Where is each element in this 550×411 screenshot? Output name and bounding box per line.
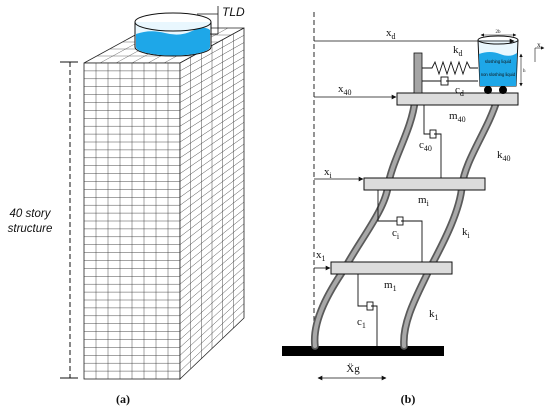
x1-label: x1 (316, 249, 326, 263)
non-sloshing-label: non sloshing liquid (481, 72, 516, 77)
cd-label: cd (455, 84, 464, 98)
ki-label: ki (462, 226, 471, 240)
spring-kd (422, 60, 478, 76)
damper-ci (377, 190, 423, 262)
tld-callout: TLD (197, 5, 245, 35)
tld-tank (134, 12, 212, 57)
slab-40 (396, 92, 519, 106)
tank-wheel-right (499, 86, 507, 94)
tld-tank-model: sloshing liquid non sloshing liquid 2b h… (477, 30, 545, 94)
xd-label: xd (386, 27, 396, 41)
m1-label: m1 (384, 279, 397, 293)
ci-label: ci (392, 227, 400, 241)
damper-c1 (357, 274, 378, 346)
structure-label-line2: structure (8, 223, 53, 235)
slab-i (363, 177, 486, 191)
xg-label: Ẍg (346, 363, 360, 375)
c40-label: c40 (419, 139, 432, 153)
xi-label: xi (324, 166, 333, 180)
building-panel: 40 story structure TLD (a) (4, 5, 245, 406)
columns (310, 96, 501, 350)
xs-label: xs (537, 40, 543, 51)
tld-label: TLD (222, 5, 245, 19)
height-bracket (60, 61, 78, 379)
tank-height-label: h (523, 69, 526, 74)
tld-post (413, 52, 423, 94)
caption-b: (b) (401, 392, 416, 406)
damper-cd (422, 76, 478, 86)
ground-slab (282, 346, 444, 356)
caption-a: (a) (116, 392, 130, 406)
disp-arrows (314, 38, 515, 271)
k40-label: k40 (497, 149, 511, 163)
kd-label: kd (453, 44, 463, 58)
k1-label: k1 (429, 308, 439, 322)
building-grid (83, 27, 245, 380)
damper-c40 (423, 105, 442, 178)
tank-width-label: 2b (496, 30, 502, 35)
structure-label-line1: 40 story (10, 208, 52, 220)
model-panel: sloshing liquid non sloshing liquid 2b h… (282, 12, 545, 406)
m40-label: m40 (449, 110, 466, 124)
c1-label: c1 (357, 316, 366, 330)
x40-label: x40 (338, 83, 352, 97)
mi-label: mi (418, 194, 430, 208)
tank-wheel-left (484, 86, 492, 94)
sloshing-label: sloshing liquid (485, 59, 512, 64)
slab-1 (330, 261, 453, 275)
